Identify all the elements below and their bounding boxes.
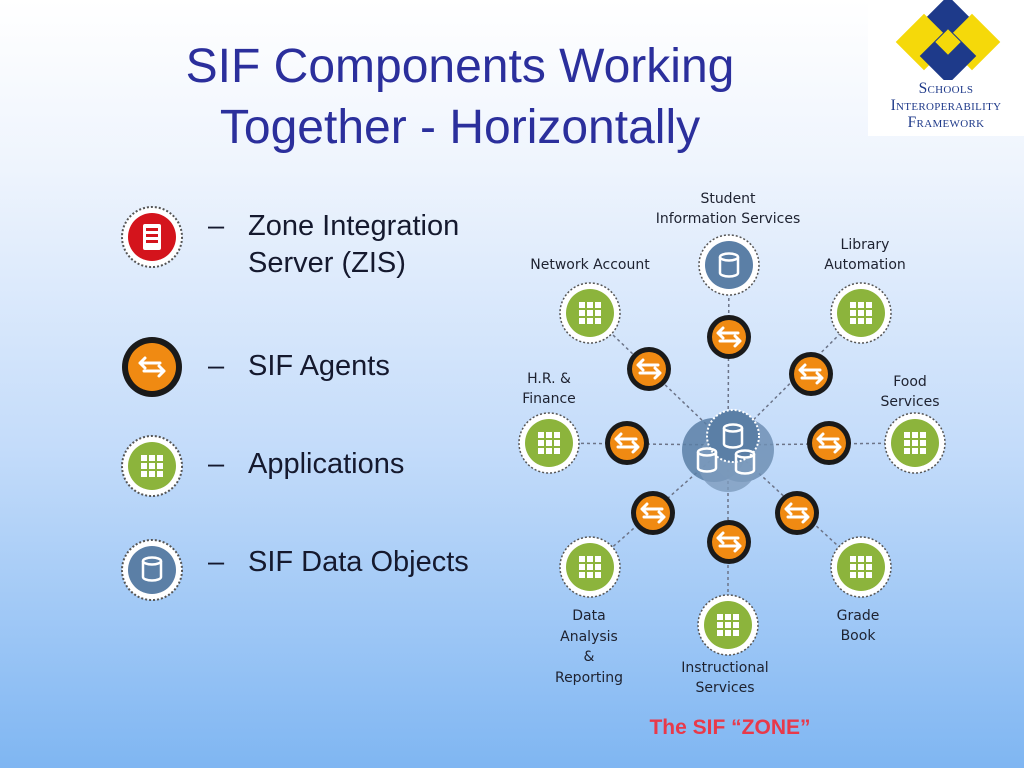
logo-wordmark: Schools Interoperability Framework bbox=[868, 80, 1024, 131]
node-label-instructional-1: Instructional bbox=[681, 660, 768, 676]
application-grid-icon bbox=[121, 435, 183, 497]
node-data-analysis-reporting: Data Analysis & Reporting bbox=[555, 536, 623, 686]
node-label-data-1: Data bbox=[572, 608, 605, 624]
legend-label-data-object: SIF Data Objects bbox=[248, 546, 469, 578]
agent-icon-student bbox=[707, 315, 751, 359]
node-label-data-4: Reporting bbox=[555, 670, 623, 686]
node-label-instructional-2: Services bbox=[695, 680, 754, 696]
node-label-food-1: Food bbox=[893, 374, 927, 390]
node-label-network-1: Network Account bbox=[530, 257, 650, 273]
legend-dash-data-object: – bbox=[208, 546, 225, 578]
data-object-icon bbox=[121, 539, 183, 601]
node-label-student-2: Information Services bbox=[656, 211, 801, 227]
slide-title: SIF Components Working Together - Horizo… bbox=[185, 40, 735, 154]
sif-zone-diagram: Student Information Services Library Aut… bbox=[518, 191, 946, 696]
legend-dash-application: – bbox=[208, 448, 225, 480]
node-hr-finance: H.R. & Finance bbox=[518, 371, 580, 474]
agent-icon-library bbox=[789, 352, 833, 396]
node-library-automation: Library Automation bbox=[824, 237, 906, 344]
agent-arrows-icon bbox=[122, 337, 182, 397]
node-student-information-services: Student Information Services bbox=[656, 191, 801, 296]
agent-icon-network bbox=[627, 347, 671, 391]
agent-icon-instructional bbox=[707, 520, 751, 564]
node-instructional-services: Instructional Services bbox=[681, 594, 769, 696]
node-label-food-2: Services bbox=[880, 394, 939, 410]
node-label-grade-1: Grade bbox=[837, 608, 880, 624]
node-network-account: Network Account bbox=[530, 257, 650, 344]
zis-hub-icon bbox=[682, 409, 774, 492]
zone-caption: The SIF “ZONE” bbox=[649, 716, 811, 739]
node-label-grade-2: Book bbox=[841, 628, 877, 644]
node-label-data-3: & bbox=[584, 649, 595, 665]
sif-logo-mark bbox=[895, 0, 1001, 85]
node-grade-book: Grade Book bbox=[830, 536, 892, 644]
node-label-student-1: Student bbox=[700, 191, 756, 207]
agent-icon-grade bbox=[775, 491, 819, 535]
nodes: Student Information Services Library Aut… bbox=[518, 191, 946, 696]
legend-dash-agent: – bbox=[208, 350, 225, 382]
node-label-library-1: Library bbox=[841, 237, 890, 253]
logo-line-3: Framework bbox=[907, 114, 985, 131]
logo-line-1: Schools bbox=[918, 80, 974, 97]
agents bbox=[605, 315, 851, 564]
legend-label-application: Applications bbox=[248, 448, 405, 480]
agent-icon-food bbox=[807, 421, 851, 465]
legend-label-zis: Zone Integration Server (ZIS) bbox=[248, 210, 460, 279]
agent-icon-data-analysis bbox=[631, 491, 675, 535]
server-icon bbox=[121, 206, 183, 268]
node-label-hr-1: H.R. & bbox=[527, 371, 571, 387]
node-label-library-2: Automation bbox=[824, 257, 906, 273]
legend-dash-zis: – bbox=[208, 210, 225, 242]
agent-icon-hr bbox=[605, 421, 649, 465]
node-food-services: Food Services bbox=[880, 374, 946, 474]
legend-label-agent: SIF Agents bbox=[248, 350, 390, 382]
node-label-data-2: Analysis bbox=[560, 629, 618, 645]
logo-line-2: Interoperability bbox=[890, 97, 1002, 114]
node-label-hr-2: Finance bbox=[522, 391, 576, 407]
sif-logo: Schools Interoperability Framework bbox=[868, 0, 1024, 136]
